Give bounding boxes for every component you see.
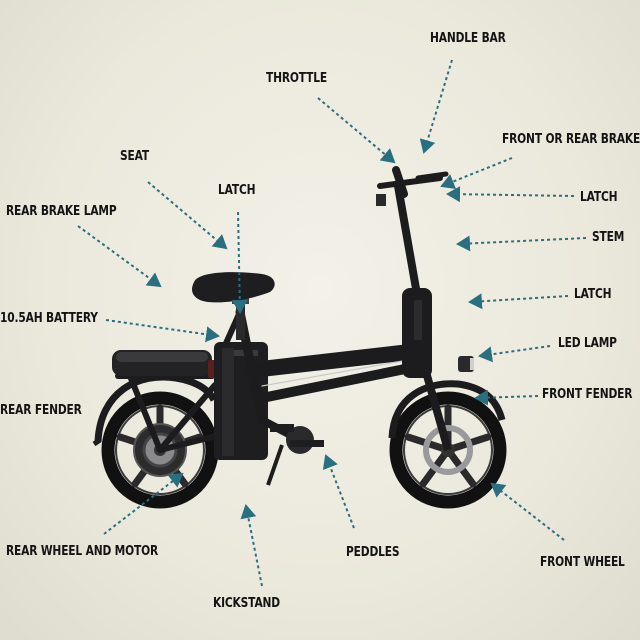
arrow-throttle (317, 97, 396, 164)
label-kickstand: KICKSTAND (213, 596, 280, 611)
arrow-handle-bar (419, 59, 453, 154)
saddle-shape (192, 272, 275, 303)
label-rear-wheel-and-motor: REAR WHEEL AND MOTOR (6, 544, 159, 559)
label-front-or-rear-brake: FRONT OR REAR BRAKE (502, 132, 640, 147)
label-peddles: PEDDLES (346, 545, 400, 560)
arrow-kickstand (240, 504, 263, 587)
arrow-latch-handle (446, 186, 575, 203)
arrow-brake (440, 157, 513, 189)
arrow-led (478, 345, 551, 363)
arrow-front-fender (474, 389, 539, 406)
arrow-front-wheel (490, 482, 565, 541)
label-handle-bar: HANDLE BAR (430, 31, 506, 46)
arrow-latch-fold (468, 293, 569, 310)
label-seat: SEAT (120, 149, 150, 164)
label-latch-seat: LATCH (218, 183, 256, 198)
label-battery: 10.5AH BATTERY (0, 311, 98, 326)
arrow-rear-wheel (103, 472, 184, 535)
label-rear-fender: REAR FENDER (0, 403, 82, 418)
callout-arrows (77, 59, 587, 587)
front-fender-shape (388, 380, 506, 439)
label-led-lamp: LED LAMP (558, 336, 617, 351)
arrow-peddles (322, 454, 355, 529)
label-latch-handle: LATCH (580, 190, 618, 205)
label-front-fender: FRONT FENDER (542, 387, 633, 402)
label-stem: STEM (592, 230, 625, 245)
label-rear-brake-lamp: REAR BRAKE LAMP (6, 204, 117, 219)
arrow-battery (105, 319, 220, 343)
label-throttle: THROTTLE (266, 71, 328, 86)
arrow-stem (456, 235, 587, 252)
arrow-latch-seat (231, 211, 248, 314)
label-latch-fold: LATCH (574, 287, 612, 302)
label-front-wheel: FRONT WHEEL (540, 555, 625, 570)
arrow-seat (147, 181, 228, 250)
arrow-rear-lamp (77, 225, 162, 288)
